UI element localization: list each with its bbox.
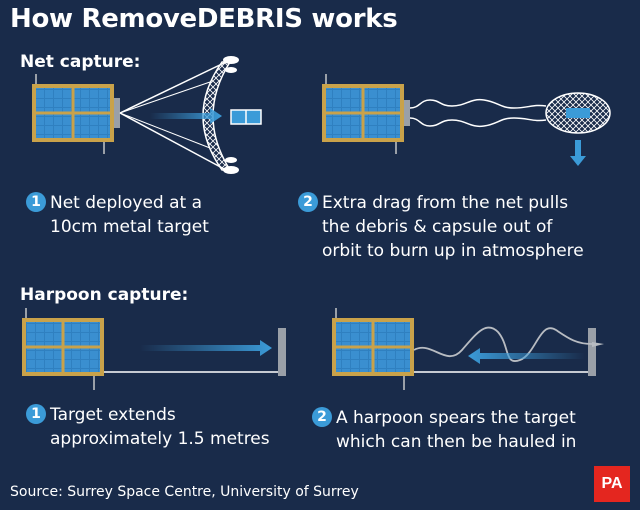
step-description: A harpoon spears the target which can th… — [336, 408, 577, 452]
harpoon-step-2: 2 A harpoon spears the target which can … — [312, 406, 576, 454]
step-number-badge: 2 — [312, 407, 332, 427]
net-deploying — [119, 56, 239, 174]
haul-arrow-left — [468, 348, 585, 364]
captured-debris-net — [545, 92, 611, 134]
step-description: Target extends approximately 1.5 metres — [50, 405, 270, 449]
page-title: How RemoveDEBRIS works — [10, 4, 398, 34]
harpoon-spear — [592, 342, 604, 347]
harpoon-step-1: 1 Target extends approximately 1.5 metre… — [26, 403, 270, 451]
step-number-badge: 1 — [26, 404, 46, 424]
harpoon-satellite-1 — [22, 308, 104, 390]
net-capture-heading: Net capture: — [20, 52, 141, 72]
step-description: Extra drag from the net pulls the debris… — [322, 193, 584, 261]
net-step-2: 2 Extra drag from the net pulls the debr… — [298, 191, 584, 263]
step-description: Net deployed at a 10cm metal target — [50, 193, 209, 237]
net-arrow-right — [150, 108, 222, 124]
metal-target-cube — [230, 109, 262, 125]
descent-arrow — [570, 140, 586, 166]
net-satellite-2 — [322, 74, 410, 154]
harpoon-satellite-2 — [332, 308, 414, 390]
net-step-1: 1 Net deployed at a 10cm metal target — [26, 191, 209, 239]
harpoon-capture-heading: Harpoon capture: — [20, 285, 189, 305]
drag-sail-tether — [409, 98, 547, 128]
extend-arrow — [140, 340, 272, 356]
harpoon-target-plate-2 — [588, 328, 596, 376]
step-number-badge: 1 — [26, 192, 46, 212]
source-credit: Source: Surrey Space Centre, University … — [10, 484, 359, 500]
step-number-badge: 2 — [298, 192, 318, 212]
harpoon-target-plate — [278, 328, 286, 376]
net-satellite-1 — [32, 74, 120, 154]
pa-logo: PA — [594, 466, 630, 502]
